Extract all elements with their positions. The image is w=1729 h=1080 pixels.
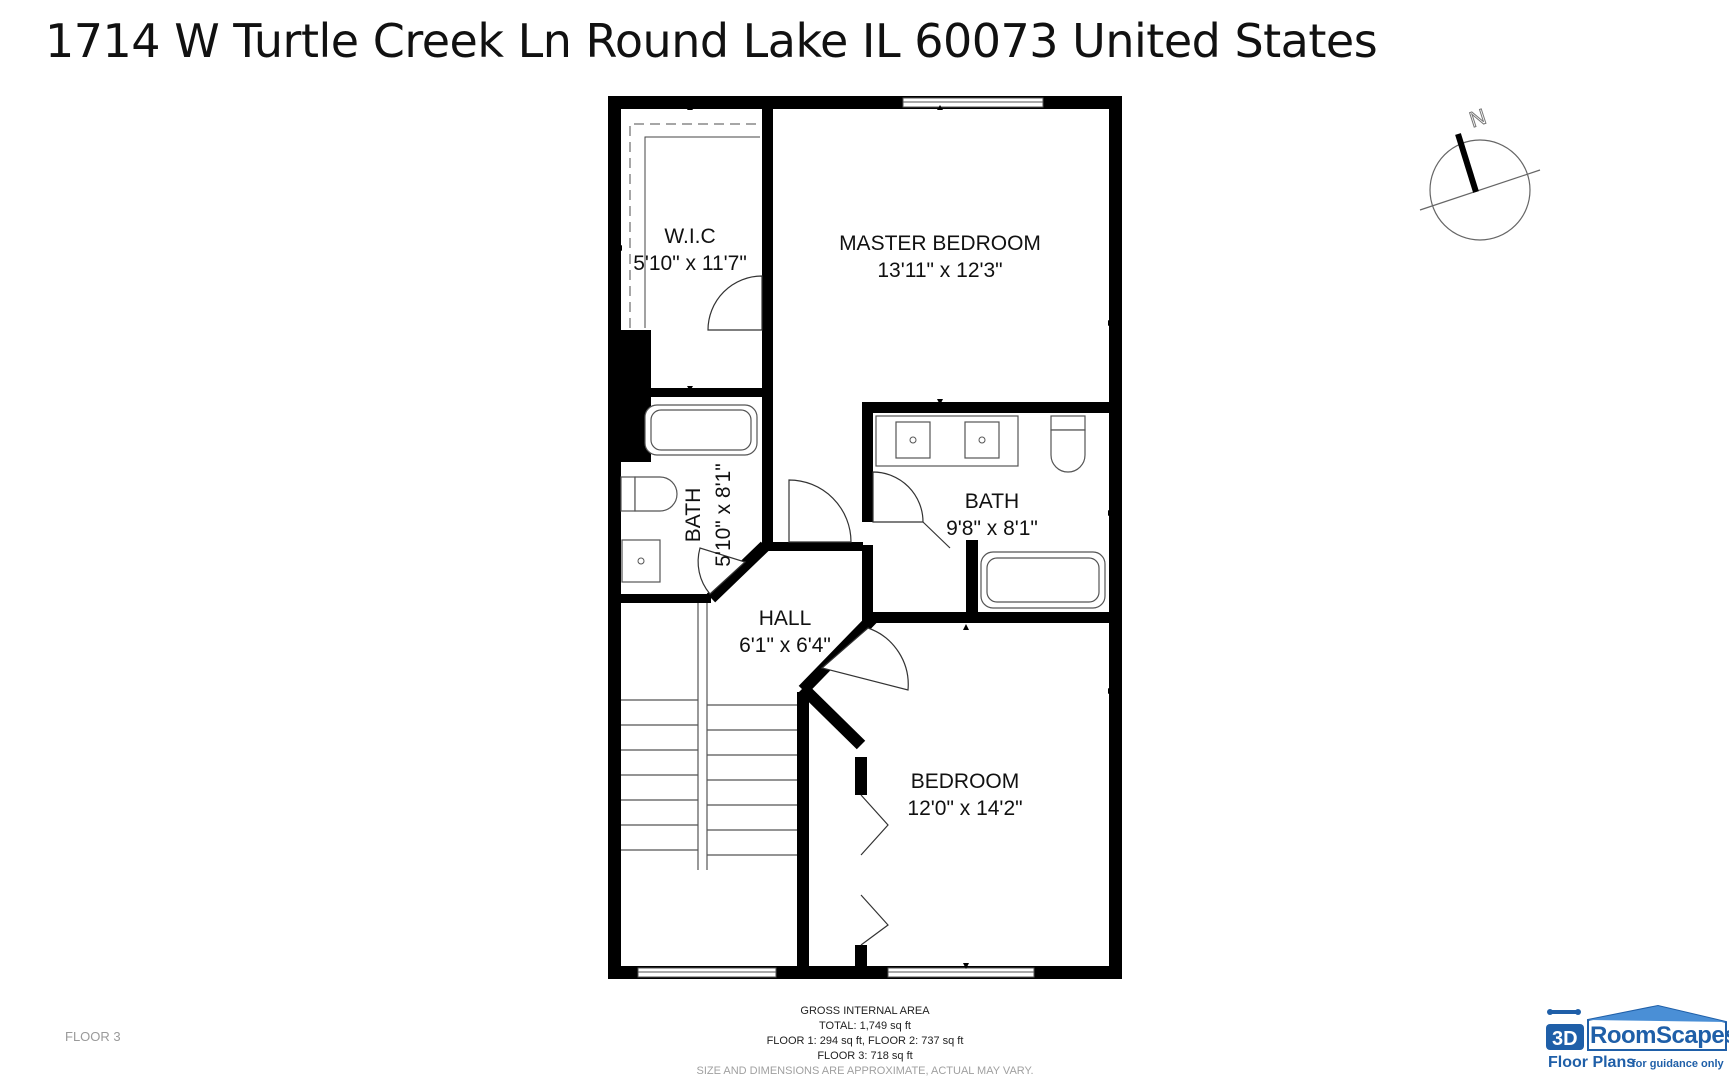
bathtub-left-inner: [650, 409, 752, 451]
room-dims-bath-left: 5'10" x 8'1": [712, 463, 735, 567]
gross-internal-area: GROSS INTERNAL AREA TOTAL: 1,749 sq ft F…: [680, 1004, 1050, 1079]
roomscapes-logo: 3D RoomScapes Floor Plans for guidance o…: [1540, 1000, 1729, 1078]
wall-hall-stub: [773, 542, 863, 551]
wall-bath-right-left-a: [862, 402, 873, 522]
closet-door-b: [860, 894, 889, 946]
compass-ring: [1429, 139, 1531, 241]
toilet-right-tank: [1050, 415, 1086, 431]
bathtub-right-inner: [986, 557, 1100, 603]
floor-label: FLOOR 3: [65, 1029, 121, 1044]
closet-door-a: [860, 794, 889, 856]
toilet-left-bowl: [634, 476, 678, 512]
wic-shelving-inner: [644, 136, 760, 328]
door-bedroom: [820, 627, 909, 691]
logo-tagline: for guidance only: [1632, 1058, 1724, 1070]
wall-bath-right-top: [862, 402, 1109, 413]
property-address: 1714 W Turtle Creek Ln Round Lake IL 600…: [45, 14, 1378, 68]
wall-bath-left-bottom: [621, 594, 711, 603]
window-lines: [638, 101, 1043, 973]
door-master: [788, 479, 852, 543]
wall-bedroom-left: [797, 692, 809, 966]
room-name-bedroom: BEDROOM: [911, 770, 1020, 793]
compass-axis: [1419, 169, 1541, 211]
fixtures: [620, 404, 1106, 609]
markers: [617, 105, 1113, 969]
toilet-right-bowl: [1050, 429, 1086, 473]
wall-right: [1109, 96, 1122, 979]
wall-wic-bottom: [651, 388, 762, 397]
wall-bedroom-stub: [855, 757, 867, 795]
svg-text:3D: 3D: [1552, 1028, 1578, 1050]
room-name-wic: W.I.C: [664, 225, 715, 248]
compass: N: [1419, 103, 1541, 241]
door-wic: [707, 275, 763, 331]
room-name-master-bedroom: MASTER BEDROOM: [839, 232, 1041, 255]
room-dims-bedroom: 12'0" x 14'2": [907, 797, 1022, 820]
wall-closet-divider: [762, 109, 773, 551]
fixture-drains: [637, 436, 986, 565]
compass-needle: [1455, 133, 1479, 193]
gia-floors-1-2: FLOOR 1: 294 sq ft, FLOOR 2: 737 sq ft: [766, 1035, 964, 1047]
gia-disclaimer: SIZE AND DIMENSIONS ARE APPROXIMATE, ACT…: [696, 1065, 1034, 1077]
compass-north-label: N: [1466, 104, 1489, 133]
wic-shelving: [629, 123, 760, 328]
doors: [697, 275, 924, 946]
wall-bath-right-left-b: [862, 545, 873, 615]
room-dims-master-bedroom: 13'11" x 12'3": [877, 259, 1002, 282]
room-dims-bath-right: 9'8" x 8'1": [946, 517, 1038, 540]
gia-total: TOTAL: 1,749 sq ft: [819, 1020, 911, 1032]
wall-tub-partition: [966, 540, 978, 615]
room-name-bath-right: BATH: [965, 490, 1019, 513]
gia-floor-3: FLOOR 3: 718 sq ft: [817, 1050, 913, 1062]
wall-bedroom-stub-bottom: [855, 945, 867, 966]
logo-brand: RoomScapes: [1590, 1022, 1729, 1049]
wall-bath-right-bottom: [862, 612, 1109, 623]
door-bath-right: [872, 471, 924, 523]
wall-left: [608, 96, 621, 979]
wall-top: [608, 96, 1122, 109]
room-name-hall: HALL: [759, 607, 812, 630]
door-jamb-bath: [922, 521, 951, 549]
door-bath-left: [697, 547, 747, 595]
room-name-bath-left: BATH: [682, 488, 705, 542]
gia-title: GROSS INTERNAL AREA: [800, 1005, 930, 1017]
toilet-left-tank: [620, 476, 636, 512]
stairs: [621, 603, 797, 870]
logo-mark: 3D: [1546, 1004, 1727, 1051]
room-dims-hall: 6'1" x 6'4": [739, 634, 831, 657]
room-dims-wic: 5'10" x 11'7": [633, 252, 747, 275]
logo-line: Floor Plans: [1548, 1054, 1636, 1071]
